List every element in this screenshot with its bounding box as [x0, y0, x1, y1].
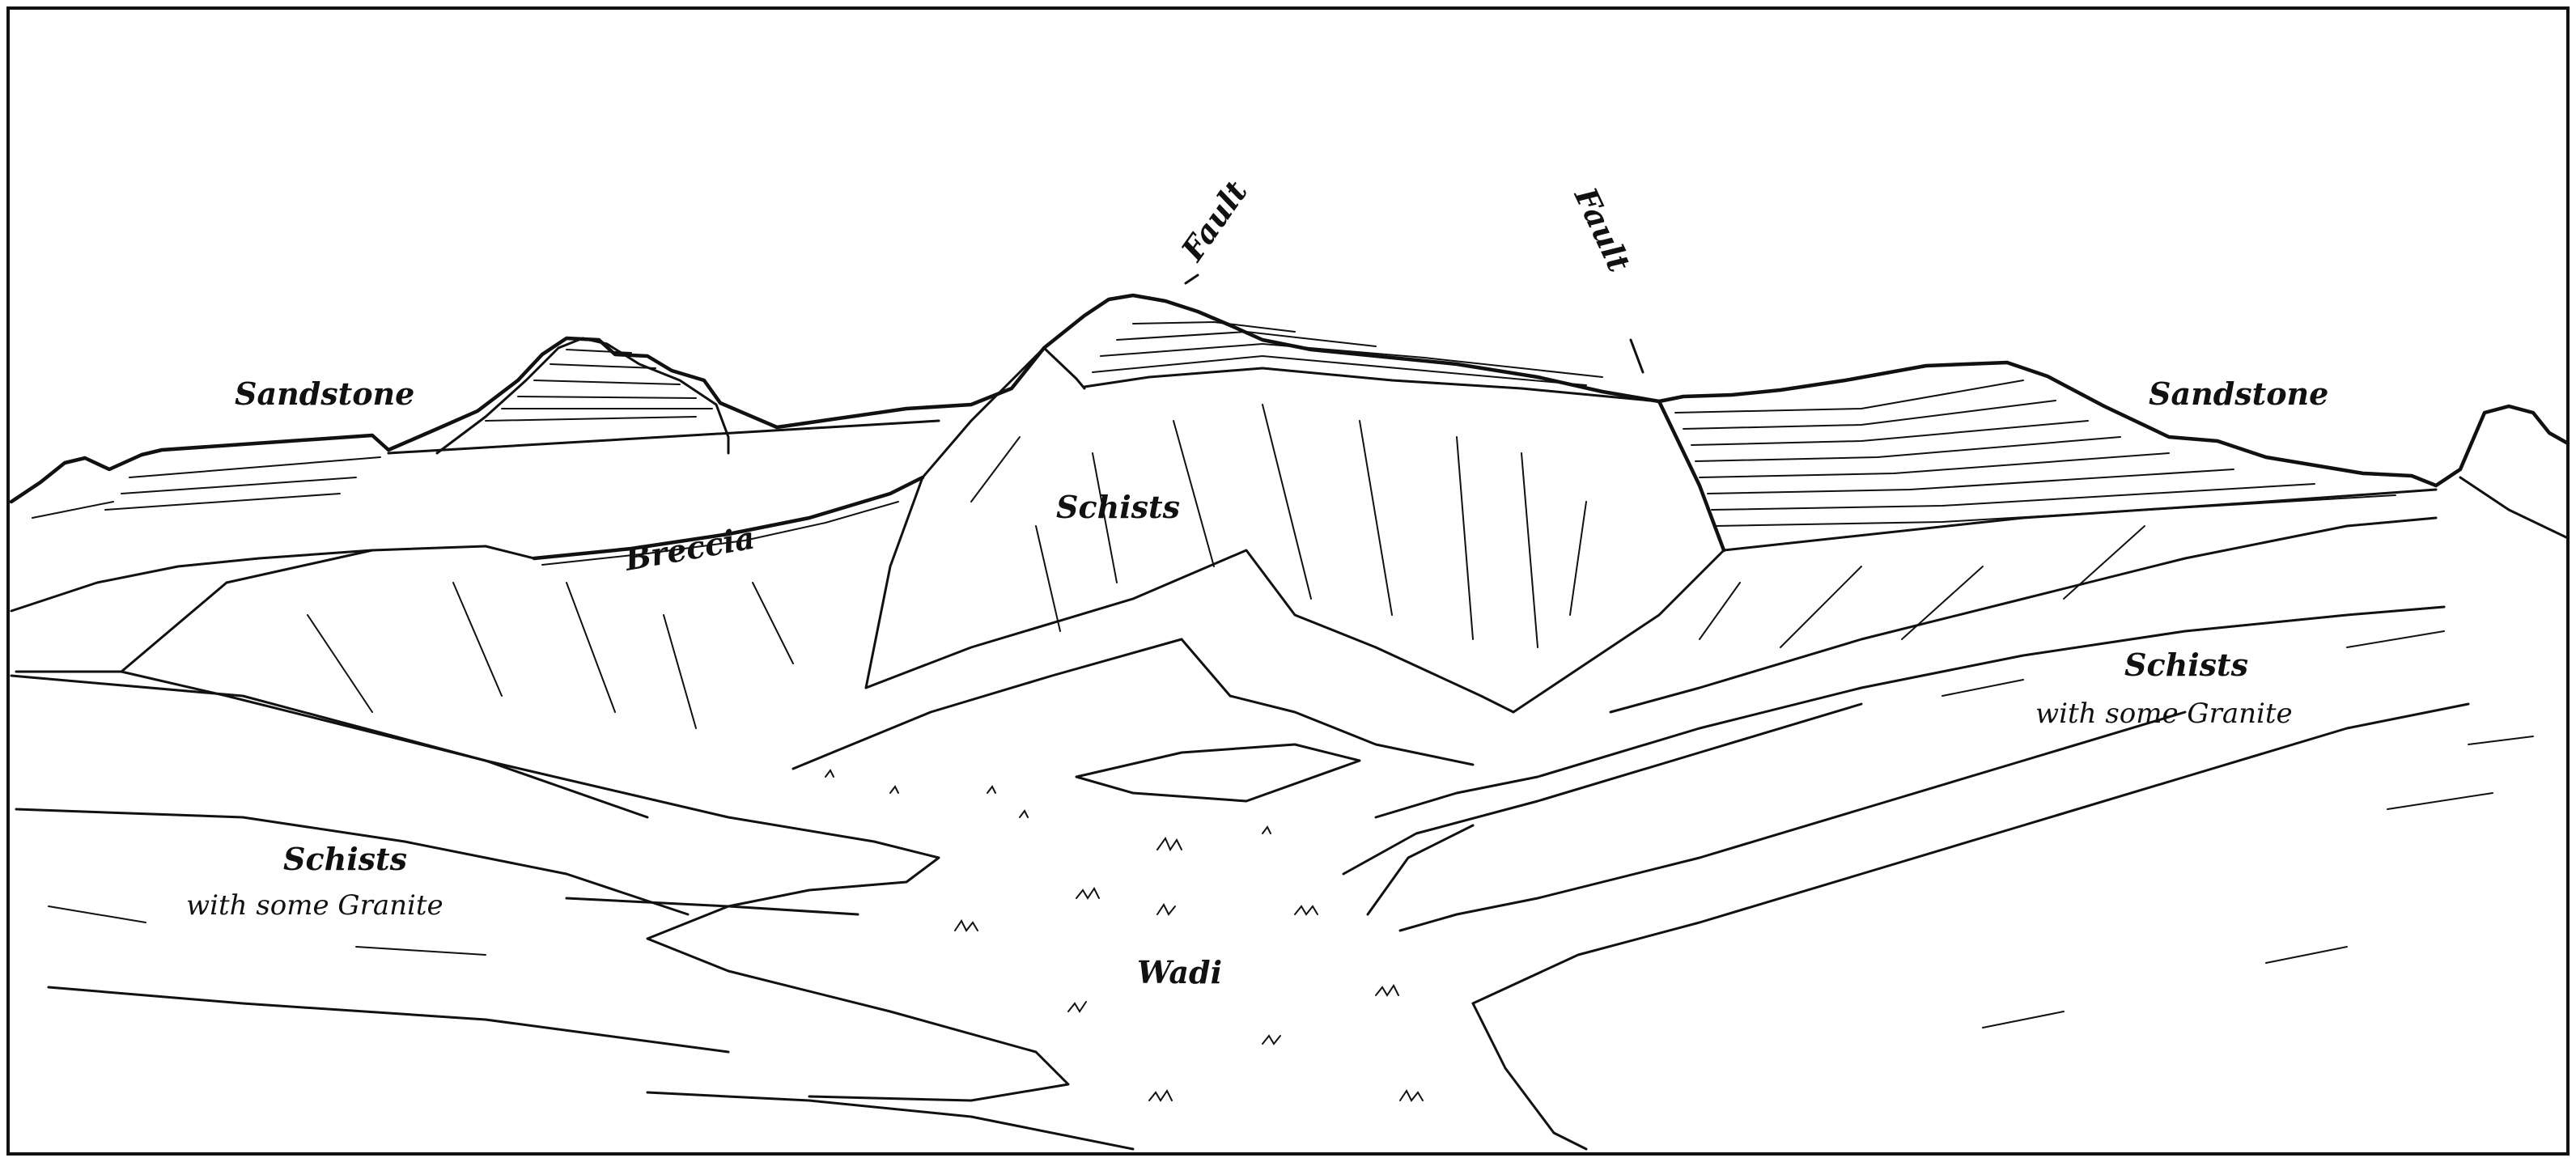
label-sandstone-left: Sandstone: [235, 375, 414, 412]
label-schists-left-sub: with some Granite: [186, 889, 443, 922]
frame-border: [6, 6, 2570, 1156]
foreground-slopes: [10, 605, 2534, 1151]
label-breccia: Breccia: [622, 519, 758, 578]
label-schists-right: Schists: [2124, 647, 2248, 683]
schist-slopes: [10, 404, 2438, 819]
fault-marks: [1184, 274, 1644, 374]
label-sandstone-right: Sandstone: [2149, 375, 2328, 412]
label-schists-left: Schists: [283, 841, 407, 877]
wadi-scrub: [825, 769, 1424, 1102]
right-sandstone-strata: [1657, 380, 2570, 553]
label-wadi: Wadi: [1137, 954, 1222, 990]
central-ridge: [532, 320, 1661, 566]
label-schists-right-sub: with some Granite: [2035, 698, 2293, 730]
label-fault-right: Fault: [1567, 181, 1638, 278]
skyline-outline: [9, 293, 2570, 504]
label-schists-center: Schists: [1056, 489, 1180, 525]
left-mesa-strata: [32, 337, 940, 519]
label-fault-left: Fault: [1173, 174, 1254, 268]
